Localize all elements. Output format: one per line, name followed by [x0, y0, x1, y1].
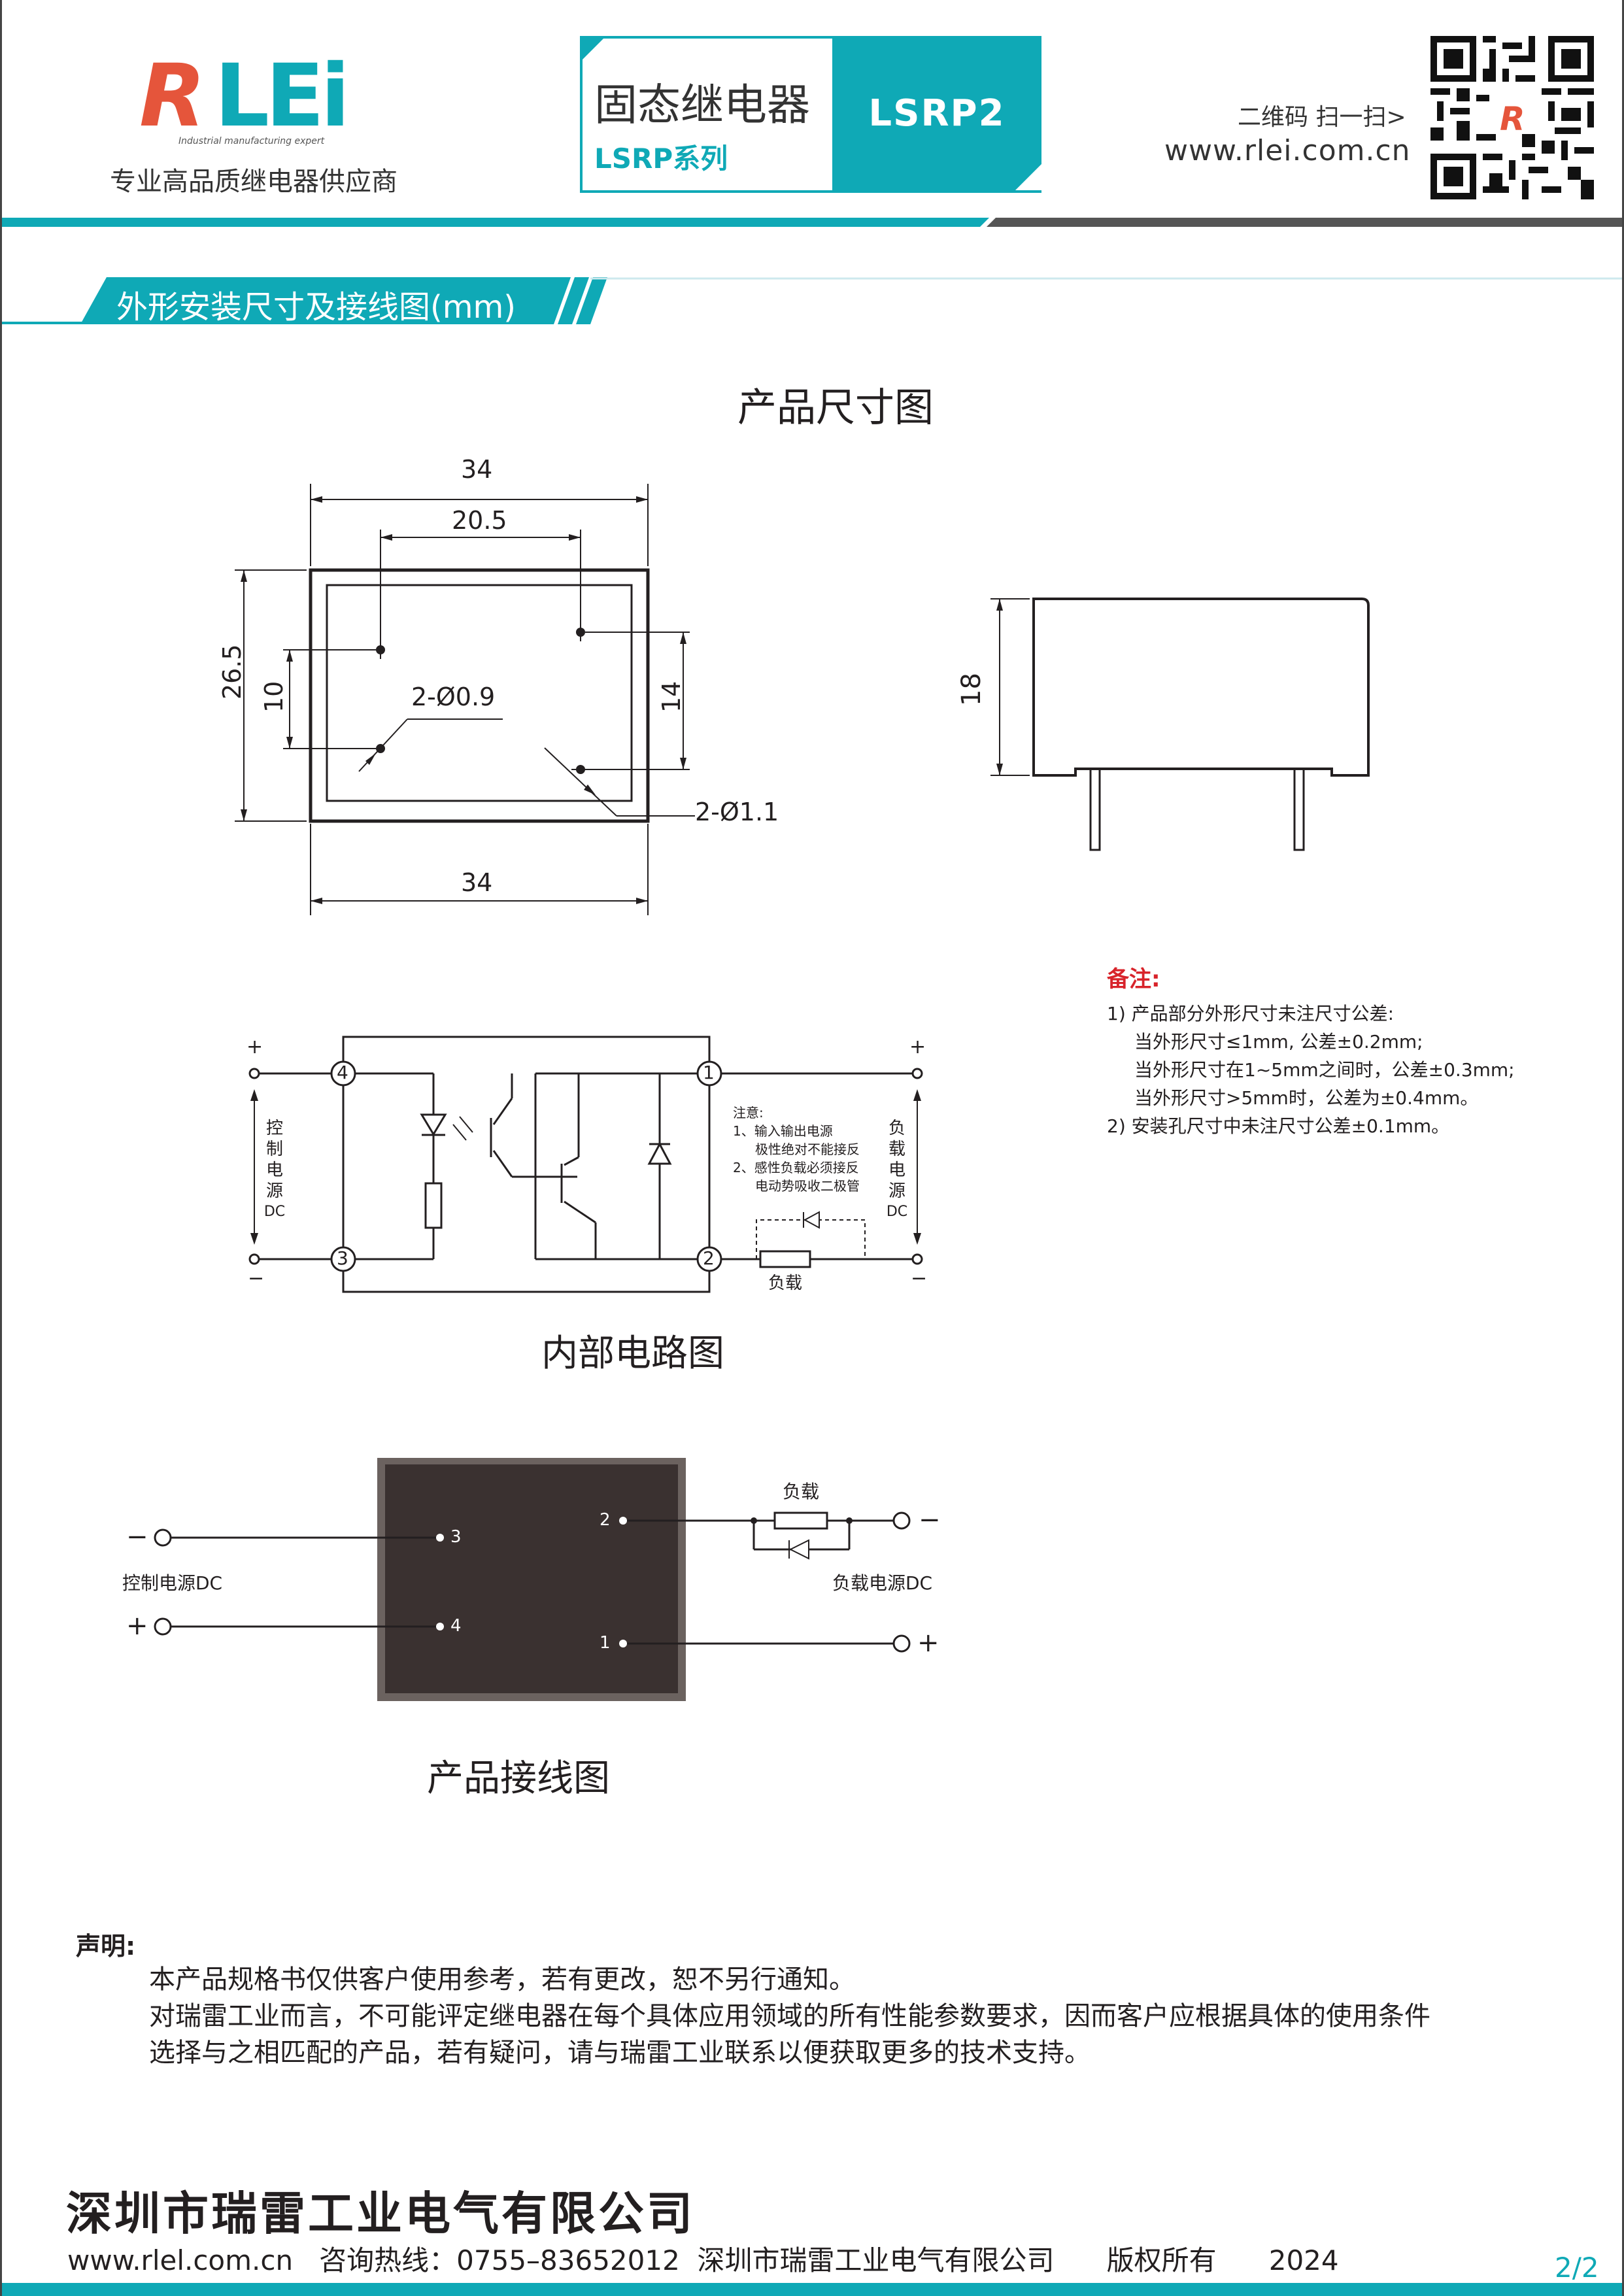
- wiring-pin-2: 2: [600, 1510, 611, 1530]
- product-model: LSRP2: [868, 92, 1006, 135]
- notes-block: 备注: 1) 产品部分外形尺寸未注尺寸公差: 当外形尺寸≤1mm, 公差±0.2…: [1107, 961, 1604, 1140]
- circuit-title: 内部电路图: [541, 1332, 724, 1375]
- statement-line: 本产品规格书仅供客户使用参考，若有更改，恕不另行通知。: [149, 1965, 855, 1995]
- company-tagline: 专业高品质继电器供应商: [110, 167, 398, 197]
- pin-label: 2: [703, 1247, 715, 1269]
- svg-text:LEi: LEi: [214, 52, 347, 146]
- dim-height: 26.5: [218, 644, 246, 700]
- svg-text:R: R: [139, 52, 203, 146]
- pin-label: 1: [703, 1062, 715, 1083]
- badge-corner-br: [1015, 164, 1041, 190]
- load-label: 负载: [783, 1481, 820, 1502]
- dim-hole-spacing: 20.5: [452, 506, 507, 535]
- load-label: 负载: [768, 1274, 803, 1293]
- note-text: 1、输入输出电源: [733, 1123, 833, 1139]
- statement-title: 声明:: [76, 1932, 136, 1961]
- dim-side-height: 18: [956, 673, 987, 706]
- model-panel: LSRP2: [832, 39, 1041, 190]
- website: www.rlei.com.cn: [1164, 134, 1411, 167]
- footer-bar: [2, 2283, 1622, 2296]
- product-type: 固态继电器: [594, 80, 810, 130]
- label-char: 控: [265, 1119, 283, 1138]
- load-plus: +: [917, 1628, 939, 1658]
- control-plus: +: [126, 1611, 148, 1641]
- label-char: DC: [263, 1204, 286, 1220]
- section-title: 外形安装尺寸及接线图(mm): [116, 289, 516, 326]
- note-text: 注意:: [733, 1105, 764, 1121]
- label-char: 电: [265, 1160, 283, 1180]
- dim-left-hole-span: 10: [260, 681, 288, 713]
- label-char: DC: [886, 1204, 908, 1220]
- page-number: 2/2: [1555, 2252, 1599, 2284]
- dim-bottom-width: 34: [461, 868, 493, 897]
- load-source-label: 负 载 电 源 DC: [886, 1118, 908, 1223]
- wiring-title: 产品接线图: [427, 1757, 610, 1800]
- brand-logo: R LEi Industrial manufacturing expert: [139, 46, 388, 150]
- top-view-drawing: 34 20.5 26.5 10 14 2-Ø0.9 2-Ø1.1 34: [198, 445, 779, 928]
- internal-circuit-diagram: 4 3 1 2 + − + − 控 制 电 源 DC 负 载 电 源 DC 注意…: [237, 1026, 943, 1301]
- pin-label: 4: [337, 1062, 348, 1083]
- control-source-label: 控制电源DC: [122, 1572, 223, 1594]
- wiring-pin-3: 3: [450, 1527, 462, 1547]
- label-char: 源: [888, 1181, 905, 1201]
- wiring-pin-4: 4: [450, 1616, 462, 1636]
- qr-label: 二维码 扫一扫>: [1238, 104, 1406, 131]
- plus-sign: +: [246, 1036, 263, 1058]
- svg-text:R: R: [1500, 100, 1525, 138]
- note-text: 电动势吸收二极管: [755, 1178, 860, 1194]
- dimension-drawing-title: 产品尺寸图: [737, 385, 934, 431]
- note-line: 1) 产品部分外形尺寸未注尺寸公差:: [1107, 1003, 1395, 1024]
- wiring-pin-1: 1: [600, 1633, 611, 1653]
- statement-line: 选择与之相匹配的产品，若有疑问，请与瑞雷工业联系以便获取更多的技术支持。: [149, 2038, 1091, 2068]
- note-text: 极性绝对不能接反: [755, 1141, 860, 1157]
- note-line: 当外形尺寸>5mm时，公差为±0.4mm。: [1134, 1087, 1479, 1109]
- label-char: 制: [265, 1140, 283, 1159]
- badge-corner-tl: [580, 36, 606, 62]
- control-minus: −: [126, 1522, 148, 1552]
- plus-sign: +: [909, 1036, 926, 1058]
- load-source-label: 负载电源DC: [832, 1572, 933, 1594]
- circuit-note: 注意: 1、输入输出电源 极性绝对不能接反 2、感性负载必须接反 电动势吸收二极…: [733, 1104, 860, 1195]
- logo-subtitle: Industrial manufacturing expert: [178, 136, 325, 146]
- footer-company: 深圳市瑞雷工业电气有限公司: [66, 2187, 695, 2240]
- label-char: 源: [265, 1181, 283, 1201]
- minus-sign: −: [248, 1267, 265, 1290]
- statement-body: 本产品规格书仅供客户使用参考，若有更改，恕不另行通知。 对瑞雷工业而言，不可能评…: [149, 1961, 1430, 2071]
- statement-line: 对瑞雷工业而言，不可能评定继电器在每个具体应用领域的所有性能参数要求，因而客户应…: [149, 2001, 1430, 2031]
- control-source-label: 控 制 电 源 DC: [263, 1118, 286, 1223]
- note-line: 当外形尺寸≤1mm, 公差±0.2mm;: [1134, 1031, 1423, 1053]
- label-char: 载: [888, 1140, 905, 1159]
- minus-sign: −: [911, 1267, 928, 1290]
- product-series: LSRP系列: [594, 143, 728, 175]
- dim-large-hole: 2-Ø1.1: [695, 798, 779, 826]
- header-stripe: [2, 217, 1622, 227]
- qr-code[interactable]: R: [1430, 36, 1594, 199]
- footer-info: www.rlel.com.cn 咨询热线：0755–83652012 深圳市瑞雷…: [67, 2244, 1339, 2276]
- note-line: 2) 安装孔尺寸中未注尺寸公差±0.1mm。: [1107, 1115, 1450, 1137]
- pin-label: 3: [337, 1247, 348, 1269]
- note-line: 当外形尺寸在1~5mm之间时，公差±0.3mm;: [1134, 1059, 1515, 1081]
- section-header: 外形安装尺寸及接线图(mm): [2, 275, 1622, 327]
- wiring-diagram: 3 4 2 1 − + 控制电源DC 负载 负载电源DC − +: [120, 1457, 970, 1706]
- note-text: 2、感性负载必须接反: [733, 1160, 859, 1175]
- dim-top-width: 34: [461, 455, 493, 484]
- dim-right-hole-span: 14: [657, 681, 686, 713]
- label-char: 负: [888, 1119, 905, 1138]
- label-char: 电: [888, 1160, 905, 1180]
- side-view-drawing: 18: [943, 575, 1388, 856]
- product-badge: 固态继电器 LSRP系列 LSRP2: [580, 36, 1041, 193]
- notes-title: 备注:: [1107, 966, 1160, 992]
- load-minus: −: [919, 1505, 941, 1535]
- footer-page-tab: [1538, 2248, 1558, 2283]
- dim-small-hole: 2-Ø0.9: [411, 683, 496, 711]
